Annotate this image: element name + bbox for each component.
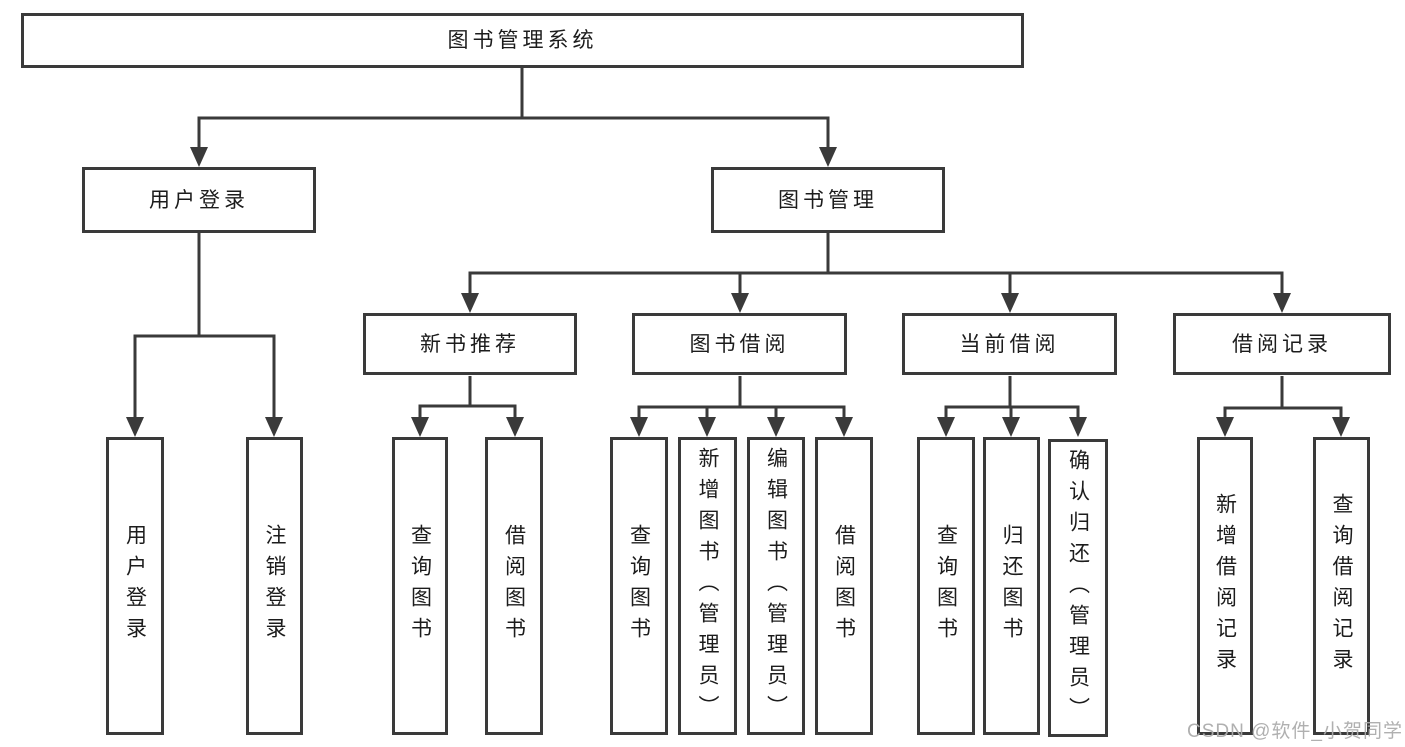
- leaf-bb-borrow-books: 借阅图书: [815, 437, 873, 735]
- connector-book-management-to-groups: [468, 233, 1284, 297]
- leaf-nb-query-books: 查询图书: [392, 437, 448, 735]
- leaf-cb-confirm-return-admin: 确认归还（管理员）: [1048, 439, 1108, 737]
- leaf-bb-query-books: 查询图书: [610, 437, 668, 735]
- node-group-book-borrowing: 图书借阅: [632, 313, 847, 375]
- leaf-bb-add-books-admin: 新增图书（管理员）: [678, 437, 737, 735]
- leaf-cb-return-books: 归还图书: [983, 437, 1040, 735]
- node-root-library-system: 图书管理系统: [21, 13, 1024, 68]
- leaf-logout: 注销登录: [246, 437, 303, 735]
- csdn-watermark: CSDN @软件_小贺同学: [1187, 721, 1403, 742]
- connector-new-book-to-leaves: [418, 376, 517, 421]
- connector-book-borrowing-to-leaves: [637, 376, 846, 421]
- connector-current-borrowing-to-leaves: [944, 376, 1080, 421]
- node-branch-user-login: 用户登录: [82, 167, 316, 233]
- node-group-current-borrowing: 当前借阅: [902, 313, 1117, 375]
- leaf-nb-borrow-books: 借阅图书: [485, 437, 543, 735]
- leaf-br-query-record: 查询借阅记录: [1313, 437, 1370, 735]
- leaf-bb-edit-books-admin: 编辑图书（管理员）: [747, 437, 805, 735]
- connector-user-login-to-leaves: [133, 233, 276, 421]
- leaf-cb-query-books: 查询图书: [917, 437, 975, 735]
- connector-borrowing-records-to-leaves: [1223, 376, 1343, 421]
- node-group-new-book-recommend: 新书推荐: [363, 313, 577, 375]
- leaf-user-login: 用户登录: [106, 437, 164, 735]
- node-branch-book-management: 图书管理: [711, 167, 945, 233]
- leaf-br-add-record: 新增借阅记录: [1197, 437, 1253, 735]
- node-group-borrowing-records: 借阅记录: [1173, 313, 1391, 375]
- connector-root-to-branches: [197, 68, 830, 151]
